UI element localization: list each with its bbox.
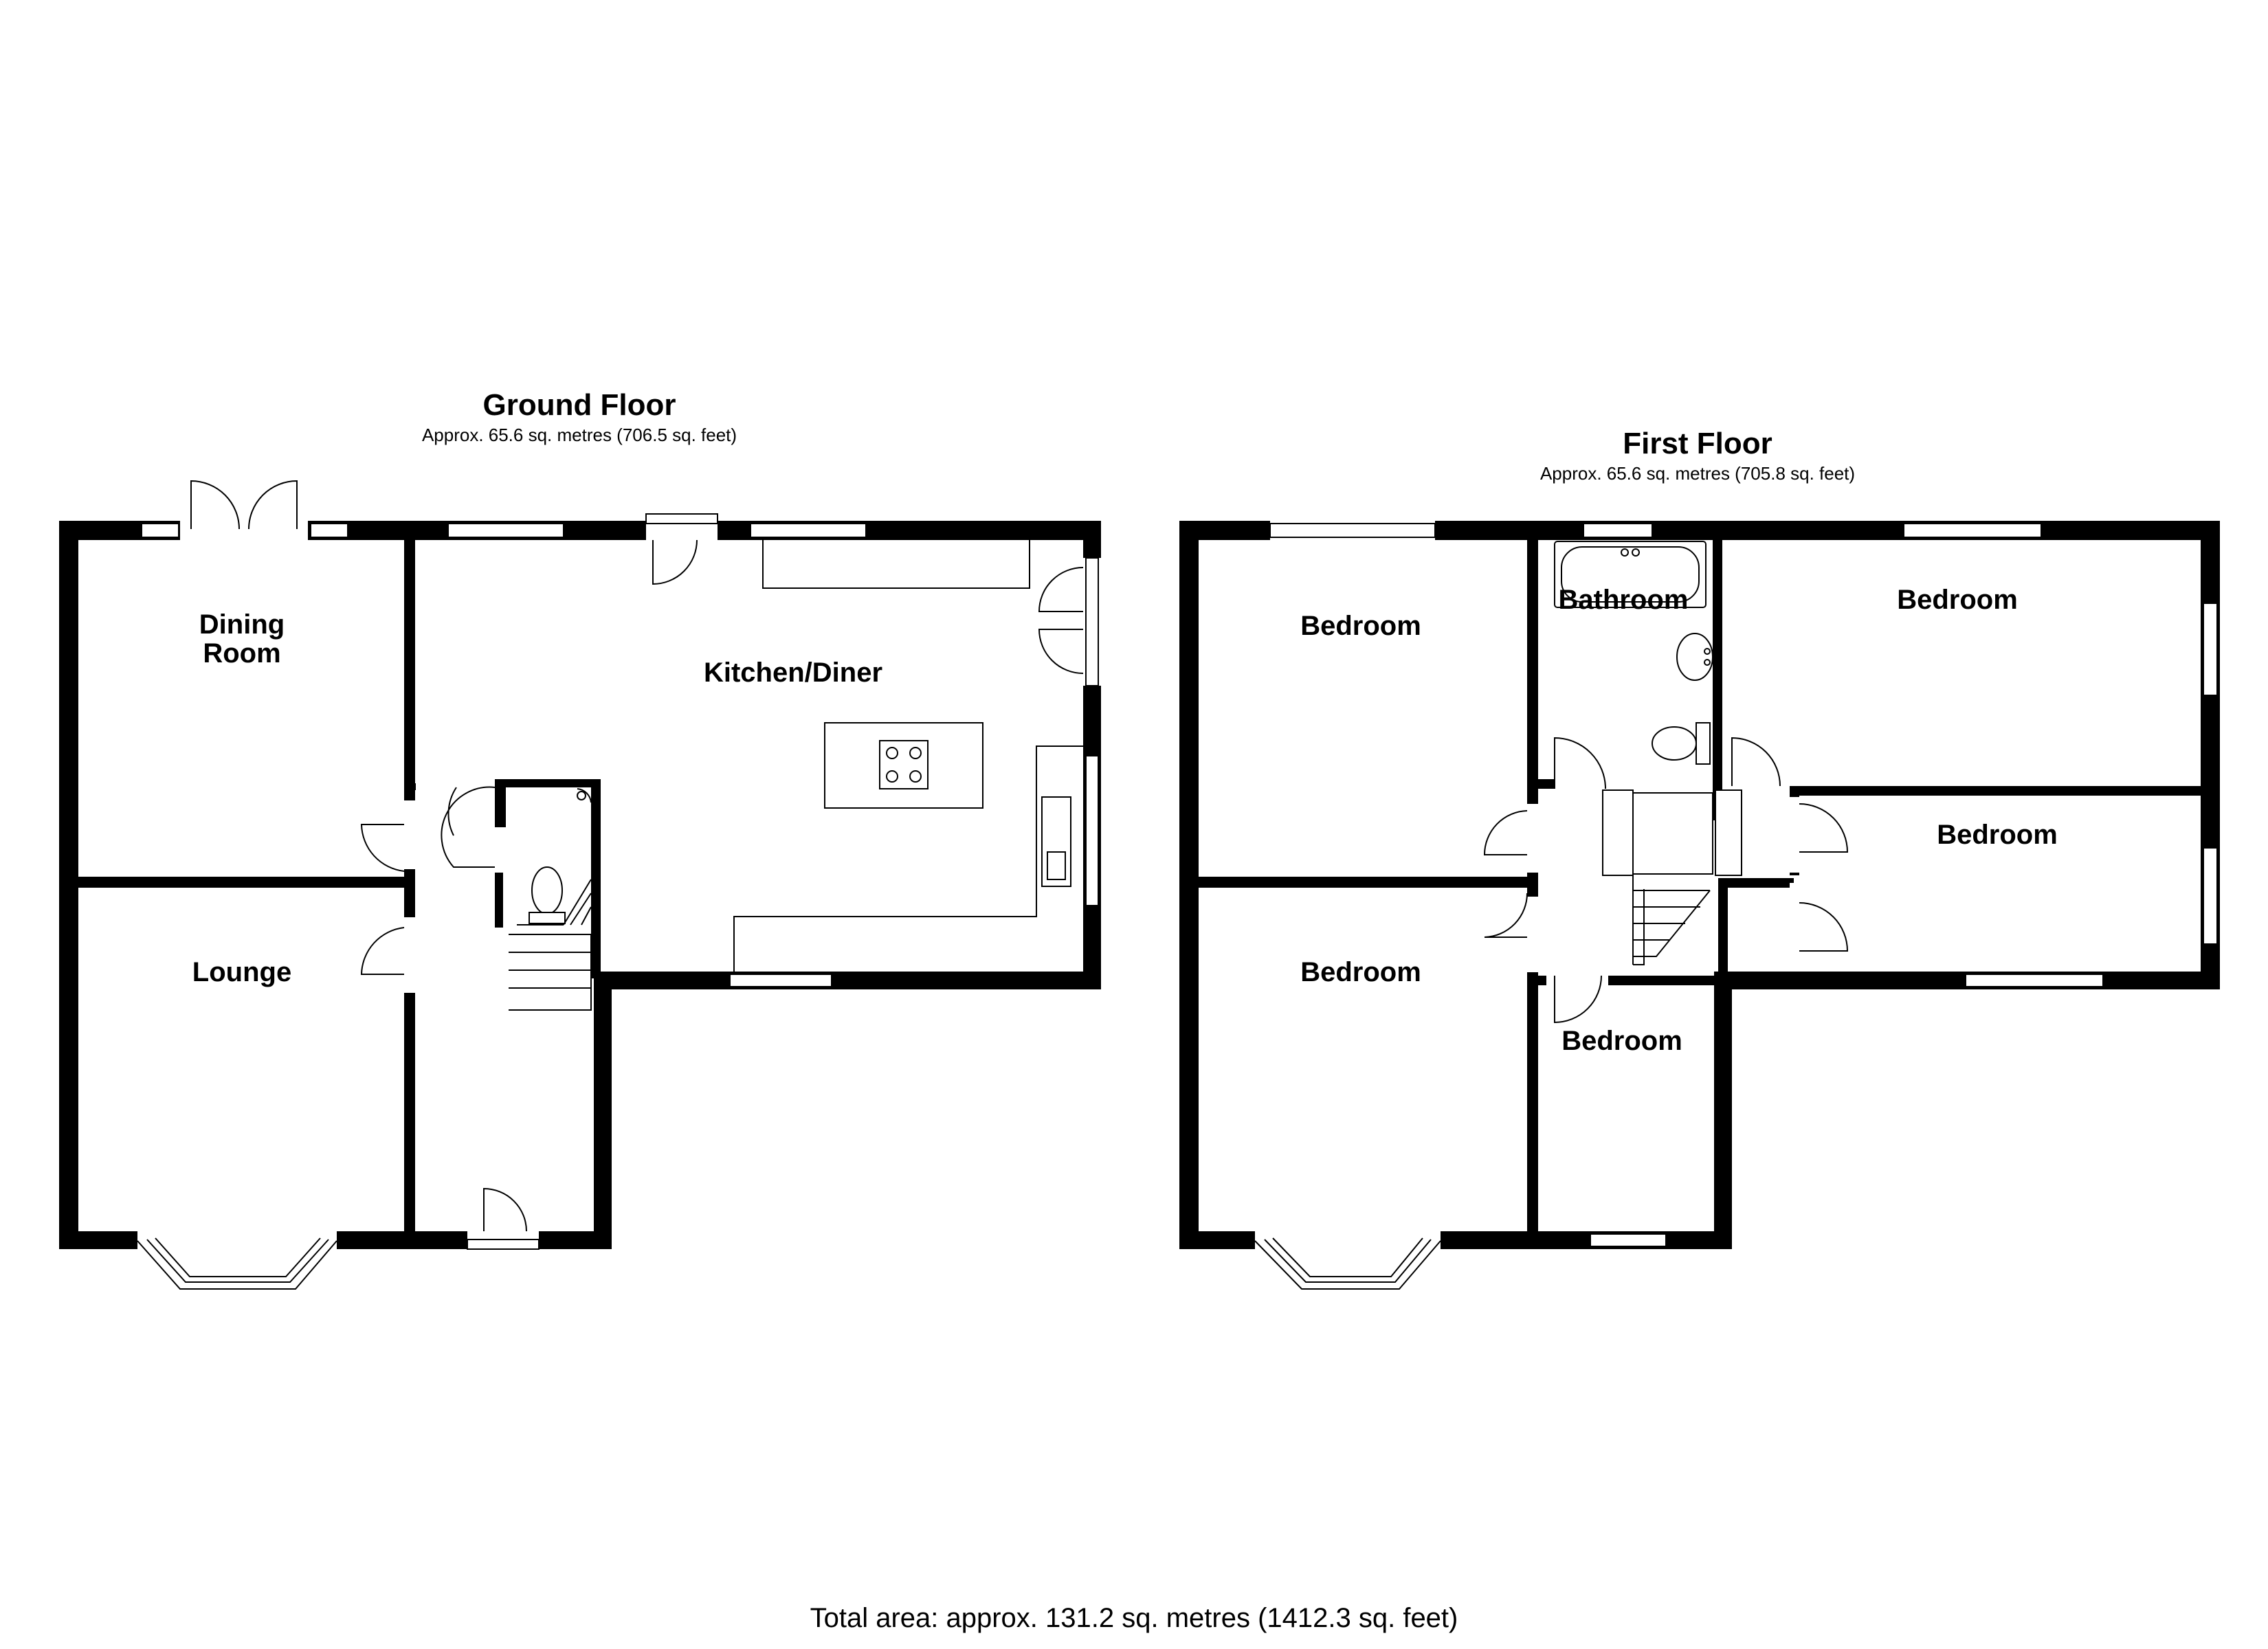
first-floor-area: Approx. 65.6 sq. metres (705.8 sq. feet) — [1540, 463, 1855, 484]
kitchen-side-door — [1038, 567, 1084, 674]
ground-floor-title: Ground Floor — [482, 388, 676, 422]
dining-french-doors — [190, 480, 298, 530]
first-floor-stairs — [1602, 789, 1742, 965]
bathroom-label: Bathroom — [1559, 585, 1689, 615]
first-floor-internal-doors — [1483, 737, 1849, 1024]
bedroom-bottom-middle-label: Bedroom — [1561, 1026, 1682, 1056]
ground-floor-internal-doors — [360, 783, 540, 1250]
cloakroom-wc — [529, 788, 592, 924]
bedroom-bottom-left-label: Bedroom — [1300, 957, 1421, 987]
kitchen-worktops — [733, 540, 1083, 972]
kitchen-diner-label: Kitchen/Diner — [704, 658, 882, 688]
total-area-text: Total area: approx. 131.2 sq. metres (14… — [810, 1603, 1458, 1633]
ground-floor-stairs — [509, 879, 592, 1011]
bedroom-top-left-label: Bedroom — [1300, 611, 1421, 641]
bedroom-top-right-label: Bedroom — [1897, 585, 2018, 615]
dining-room-label-line2: Room — [203, 638, 280, 669]
kitchen-island — [824, 722, 983, 809]
bedroom-middle-right-label: Bedroom — [1937, 820, 2058, 850]
ground-floor-area: Approx. 65.6 sq. metres (706.5 sq. feet) — [422, 425, 737, 445]
bedroom-bay-window — [1254, 1237, 1441, 1290]
ground-floor-plan: Ground Floor Approx. 65.6 sq. metres (70… — [59, 388, 1101, 1290]
dining-room-label-line1: Dining — [199, 609, 285, 640]
first-floor-title: First Floor — [1623, 427, 1772, 460]
lounge-bay-window — [137, 1237, 337, 1290]
bathroom-fittings — [1554, 541, 1713, 765]
lounge-label: Lounge — [192, 957, 291, 987]
first-floor-windows — [1269, 523, 2218, 1247]
kitchen-back-door — [645, 513, 718, 585]
first-floor-plan: First Floor Approx. 65.6 sq. metres (705… — [1179, 427, 2220, 1290]
ground-floor-windows — [141, 523, 1099, 987]
